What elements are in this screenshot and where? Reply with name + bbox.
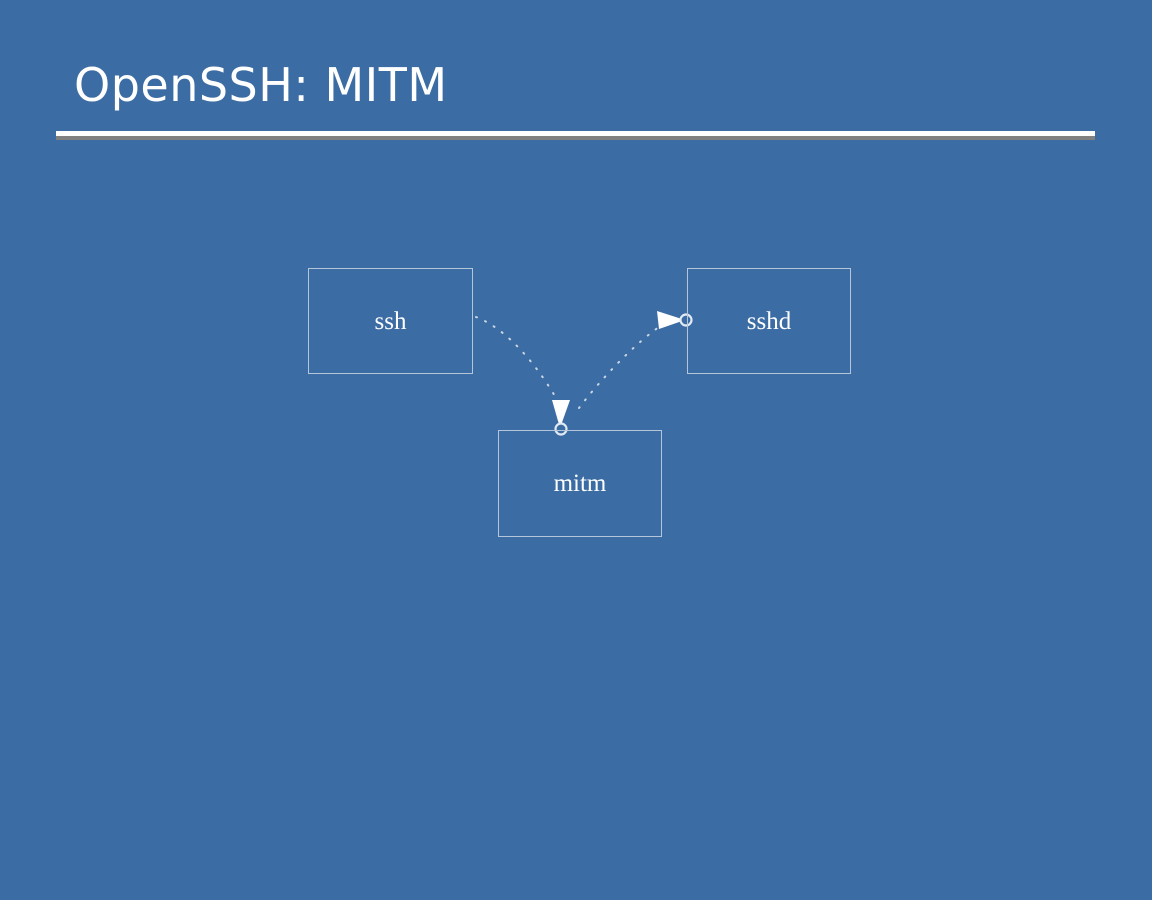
- edge-mitm-to-sshd-arrowhead: [657, 311, 685, 329]
- diagram-node-sshd[interactable]: sshd: [687, 268, 851, 374]
- edge-ssh-to-mitm-line: [475, 316, 561, 406]
- diagram-node-ssh-label: ssh: [374, 307, 407, 335]
- edge-mitm-to-sshd-line: [578, 324, 663, 409]
- title-divider-shadow: [56, 136, 1095, 140]
- diagram-node-mitm-label: mitm: [553, 470, 607, 497]
- diagram-node-ssh[interactable]: ssh: [308, 268, 473, 374]
- diagram-node-mitm[interactable]: mitm: [498, 430, 662, 537]
- page-title: OpenSSH: MITM: [74, 58, 448, 112]
- diagram-node-sshd-label: sshd: [746, 307, 792, 335]
- title-divider: [56, 131, 1095, 140]
- edge-ssh-to-mitm-arrowhead: [552, 400, 570, 428]
- title-divider-light: [56, 131, 1095, 136]
